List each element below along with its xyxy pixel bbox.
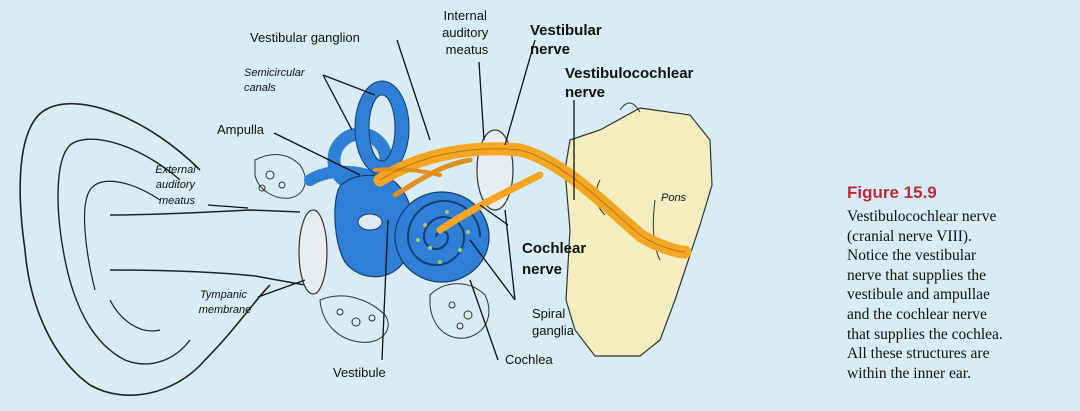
tympanic-membrane [298, 209, 328, 295]
label-cochlea: Cochlea [505, 352, 553, 367]
caption-line: nerve that supplies the [847, 266, 987, 284]
caption-line: (cranial nerve VIII). [847, 227, 972, 245]
auricle-outline [19, 102, 271, 396]
bone-fragments [254, 154, 490, 343]
caption-line: vestibule and ampullae [847, 286, 990, 304]
caption-line: that supplies the cochlea. [847, 325, 1003, 343]
ear-canal [109, 209, 306, 286]
caption-line: and the cochlear nerve [847, 305, 987, 323]
label-spiral-ganglia: Spiral ganglia [532, 306, 575, 338]
label-vestibular-ganglion: Vestibular ganglion [250, 30, 360, 45]
caption-line: All these structures are [847, 345, 990, 363]
label-internal-meatus: Internal auditory meatus [442, 8, 492, 57]
label-vestibulocochlear-nerve: Vestibulocochlear nerve [565, 65, 698, 101]
label-tympanic-membrane: Tympanic membrane [199, 289, 252, 316]
label-external-meatus: External auditory meatus [155, 164, 198, 207]
caption-line: Notice the vestibular [847, 247, 977, 265]
figure-caption: Figure 15.9 Vestibulocochlear nerve (cra… [847, 183, 1072, 383]
vestibulocochlear-nerve-bundle [373, 142, 692, 259]
label-vestibular-nerve: Vestibular nerve [530, 22, 606, 58]
label-ampulla: Ampulla [217, 122, 265, 137]
caption-line: within the inner ear. [847, 364, 971, 382]
caption-title: Figure 15.9 [847, 183, 937, 202]
leader-lines [207, 39, 575, 361]
caption-line: Vestibulocochlear nerve [847, 208, 997, 225]
label-cochlear-nerve: Cochlear nerve [522, 240, 590, 278]
label-vestibule: Vestibule [333, 365, 386, 380]
label-pons: Pons [661, 192, 687, 204]
auricle-helix [83, 180, 161, 332]
label-semicircular-canals: Semicircular canals [244, 67, 308, 94]
auricle-inner [57, 138, 191, 365]
